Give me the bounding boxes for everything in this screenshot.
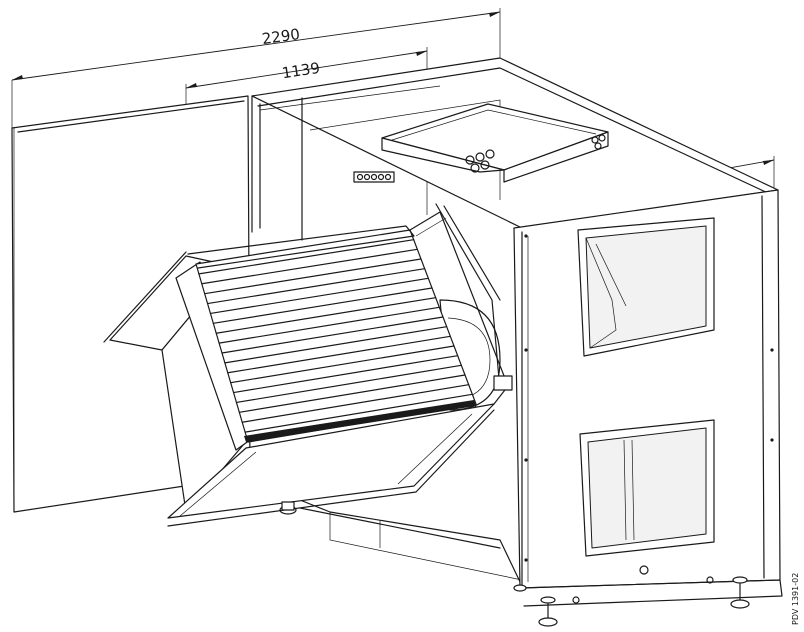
coil-fin (209, 277, 429, 315)
cassette-rails (409, 211, 513, 405)
coil-fin (212, 287, 433, 324)
coil-fin (206, 268, 426, 305)
heat-exchanger-cassette (103, 225, 495, 527)
coil-fin (204, 258, 422, 295)
coil-fin (238, 374, 466, 413)
total-length-label: 2290 (261, 25, 301, 48)
coil-fins (198, 239, 473, 433)
foot-front-left (538, 596, 558, 627)
drawing-reference: PDV 1391-02 (791, 573, 800, 625)
coil-fin (241, 384, 470, 423)
dimension-total-length: 2290 (11, 8, 501, 128)
right-front-panel (513, 189, 783, 607)
coil-fin (224, 326, 448, 364)
coil-fin (244, 393, 473, 433)
coil-fin (232, 355, 459, 394)
lower-duct-opening (579, 419, 715, 557)
coil-fin (230, 345, 455, 384)
coil-fin (227, 335, 451, 374)
top-control-box (381, 103, 609, 183)
terminal-strip (353, 171, 395, 183)
foot-front-right (730, 576, 750, 609)
coil-fin (201, 248, 418, 285)
coil-fin (221, 316, 444, 354)
upper-duct-opening (577, 217, 715, 357)
coil-fin (215, 297, 437, 334)
module-length-label: 1139 (281, 59, 321, 83)
coil-fin (218, 306, 440, 344)
coil-fin (235, 364, 462, 404)
cable-glands (465, 134, 606, 173)
adjustable-feet (513, 576, 750, 627)
coil-fin (198, 239, 415, 275)
foot-rear (513, 584, 527, 592)
